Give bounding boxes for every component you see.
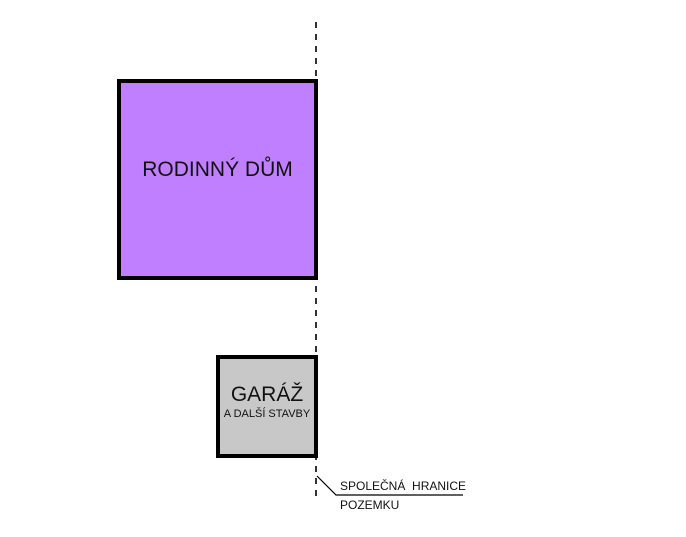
boundary-leader-line	[316, 475, 463, 496]
house-rect	[117, 79, 318, 280]
boundary-label-line2: POZEMKU	[340, 498, 400, 512]
garage-rect	[216, 355, 318, 458]
house-label: RODINNÝ DŮM	[142, 158, 293, 181]
garage-title: GARÁŽ	[230, 383, 304, 406]
boundary-label-line1: SPOLEČNÁ HRANICE	[340, 479, 467, 493]
garage-subtitle: A DALŠÍ STAVBY	[223, 408, 311, 420]
